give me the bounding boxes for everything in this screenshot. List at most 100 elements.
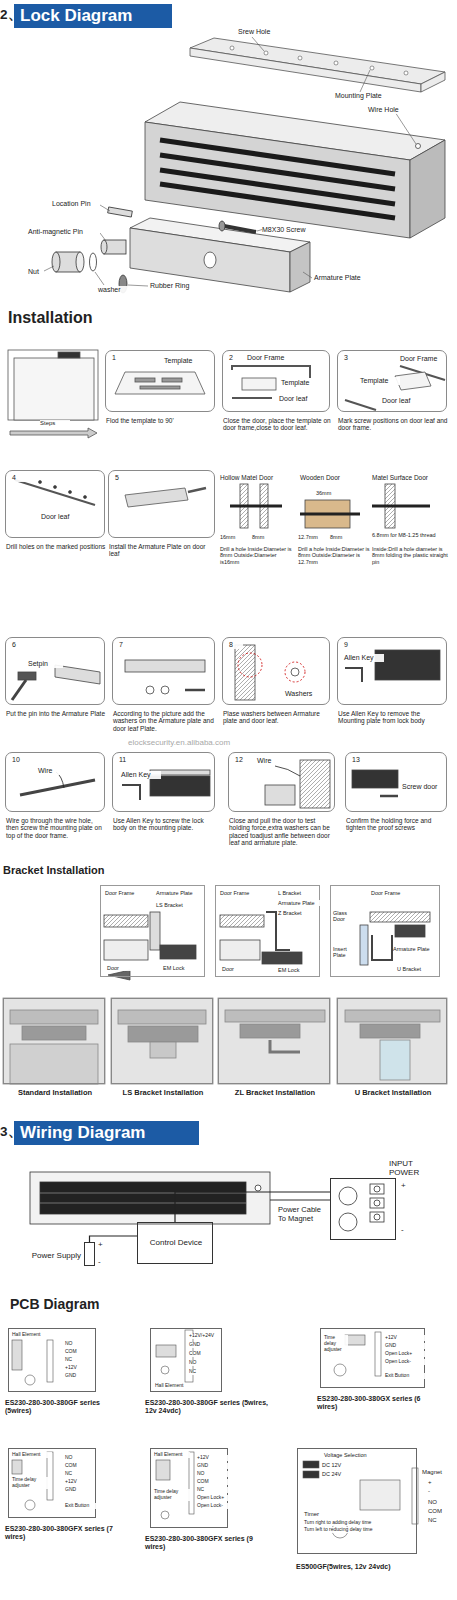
step-panel-text: Use Allen Key to remove the Mounting pla… [338,710,448,725]
part-label: Wooden Door [300,474,360,481]
wiring-box-text: - [98,1257,106,1266]
install-photo [270,1040,300,1052]
pcb-board: Hall ElementTime delay adjuster+12VGNDNO… [150,1448,228,1528]
bracket-diagram-text: EM Lock [163,965,203,971]
pcb-parts [189,1452,194,1514]
pcb-board-text: Hall Element [154,1452,190,1458]
bracket-diagram-text: LS Bracket [156,902,201,908]
pcb-board-text: ES230-280-300-380GF series (5wires, 12v … [145,1399,270,1415]
part-label: Power Cable To Magnet [278,1206,328,1223]
bracket-diagram-text: Armature Plate [156,890,204,896]
install-photo-text: ZL Bracket Installation [219,1089,331,1098]
step-illustration [291,668,299,676]
bracket-diagram: Door FrameL BracketArmature PlateZ Brack… [215,885,320,977]
pcb-board-text: GND [189,1342,219,1348]
step-panel: 5Install the Armature Plate on door leaf [108,470,215,538]
drill-marks [84,496,87,499]
step-panel: 13Screw doorConfirm the holding force an… [345,752,447,812]
screw-hole [404,71,408,75]
step-panel-text: Allen Key [121,771,161,779]
pcb-board-text: + [428,1479,448,1486]
step-panel-text: 13 [352,756,366,764]
part-label: Drill a hole Inside:Diameter is 8mm Outs… [220,546,292,565]
install-photo [380,1040,410,1080]
leader-line [252,37,264,51]
armature-plate [290,242,310,292]
step-panel-text: Wire [257,757,282,765]
step-panel-text: Use Allen Key to screw the lock body on … [113,817,216,832]
install-photo [360,1024,420,1038]
part-label: washer [98,286,128,294]
pcb-board-text: NO [197,1471,228,1477]
lock-body [416,144,421,149]
pcb-board-text: +12V [65,1479,95,1485]
install-photo [118,1010,206,1024]
wiring-box: Control Device [137,1222,213,1264]
leader-line [44,266,54,271]
step-panel-text: Allen Key [344,654,384,662]
screw-hole [264,51,268,55]
lock-body [145,122,410,238]
install-photo [225,1010,325,1022]
step-illustration [375,650,440,680]
template [395,372,431,390]
part-label: 16mm [220,534,242,540]
step-panel-text: Washers [285,690,329,698]
install-photo [128,1026,198,1042]
wiring-box: Power Supply+- [84,1242,95,1266]
pcb-board-text: NC [428,1517,448,1524]
screw-hole [334,61,338,65]
install-photo [150,1042,176,1058]
pcb-parts [360,1480,400,1510]
bracket-diagram-text: Armature Plate [278,900,320,906]
install-photo: Standard Installation [3,998,105,1084]
part-label: Srew Hole [238,28,288,36]
template [162,378,182,382]
mounting-plate [190,48,421,92]
step-illustration [265,785,295,805]
step-illustration [352,770,398,788]
section-header-text: Lock Diagram [20,6,168,26]
pins [90,253,97,271]
pins [101,240,107,254]
step-illustration [125,660,205,672]
pcb-board-text: +12V [197,1455,228,1461]
drill-marks [15,480,95,505]
step-panel: 12WireClose and pull the door to test ho… [228,752,335,812]
lock-body [410,140,445,238]
step-panel-text: Door leaf [41,513,86,521]
mounting-plate [421,72,445,92]
pcb-board-text: Hall Element [155,1383,195,1389]
terminal-board [339,1213,357,1231]
step-illustration [345,668,362,682]
step-panel-text: Mark screw positions on door leaf and do… [338,417,448,432]
coil-band [160,184,395,218]
step-panel-text: Close and pull the door to test holding … [229,817,336,847]
step-panel-text: 12 [235,756,249,764]
pcb-board-text: GND [385,1343,425,1349]
bracket-drawing [220,915,264,927]
install-photo-text: Standard Installation [4,1089,106,1098]
step-panel-text: Door Frame [400,355,445,363]
pcb-parts [156,1460,170,1480]
install-photo [3,998,105,1084]
screw-hole [370,66,374,70]
step-illustration [12,645,440,808]
door [8,350,98,438]
pcb-board-text: NC [65,1357,95,1363]
screw-hole [298,56,302,60]
armature-plate [130,228,290,292]
door [10,428,97,438]
template [140,386,180,389]
terminal-board [370,1184,384,1194]
part-label: Armature Plate [314,274,374,282]
terminal-board [370,1212,384,1222]
step-panel-text: According to the picture add the washers… [113,710,216,732]
pcb-board-text: COM [189,1351,219,1357]
template [232,397,272,399]
pcb-parts [47,1340,53,1382]
step-illustration [12,680,26,700]
pcb-board-text: NO [189,1360,219,1366]
bracket-diagram-text: Z Bracket [278,910,318,916]
install-photo: U Bracket Installation [337,998,447,1084]
